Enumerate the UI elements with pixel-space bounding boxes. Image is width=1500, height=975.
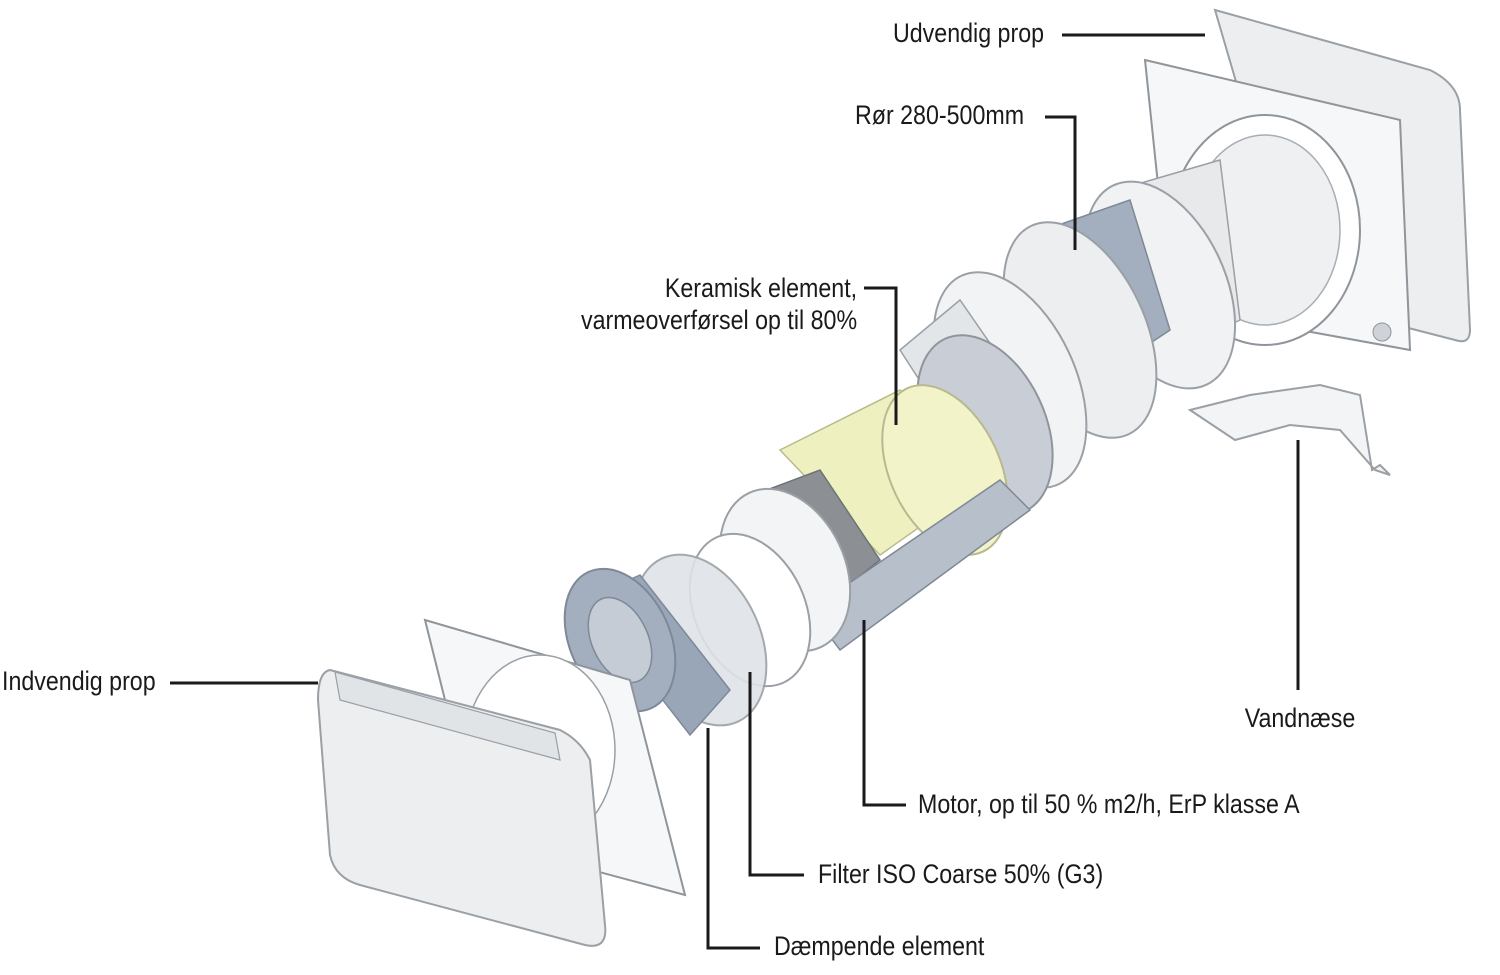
label-ceramic-line2: varmeoverførsel op til 80% bbox=[580, 305, 857, 335]
indoor-plug-part bbox=[316, 618, 687, 947]
label-outdoor-plug: Udvendig prop bbox=[893, 18, 1045, 48]
leader-damping bbox=[706, 728, 760, 950]
label-ceramic-line1: Keramisk element, bbox=[664, 273, 857, 303]
leader-pipe bbox=[1045, 115, 1077, 250]
label-indoor-plug: Indvendig prop bbox=[2, 666, 156, 696]
leader-ceramic bbox=[864, 286, 898, 425]
leader-lines bbox=[170, 33, 1300, 950]
label-filter: Filter ISO Coarse 50% (G3) bbox=[818, 859, 1104, 889]
label-motor: Motor, op til 50 % m2/h, ErP klasse A bbox=[918, 789, 1300, 819]
label-ceramic-element: Keramisk element, varmeoverførsel op til… bbox=[581, 272, 857, 336]
label-drip-nose: Vandnæse bbox=[1244, 703, 1356, 733]
leader-motor bbox=[862, 620, 906, 807]
label-damping-element: Dæmpende element bbox=[774, 931, 985, 961]
drip-nose-plate bbox=[1187, 383, 1391, 476]
leader-filter bbox=[748, 672, 804, 877]
label-pipe: Rør 280-500mm bbox=[855, 100, 1025, 130]
